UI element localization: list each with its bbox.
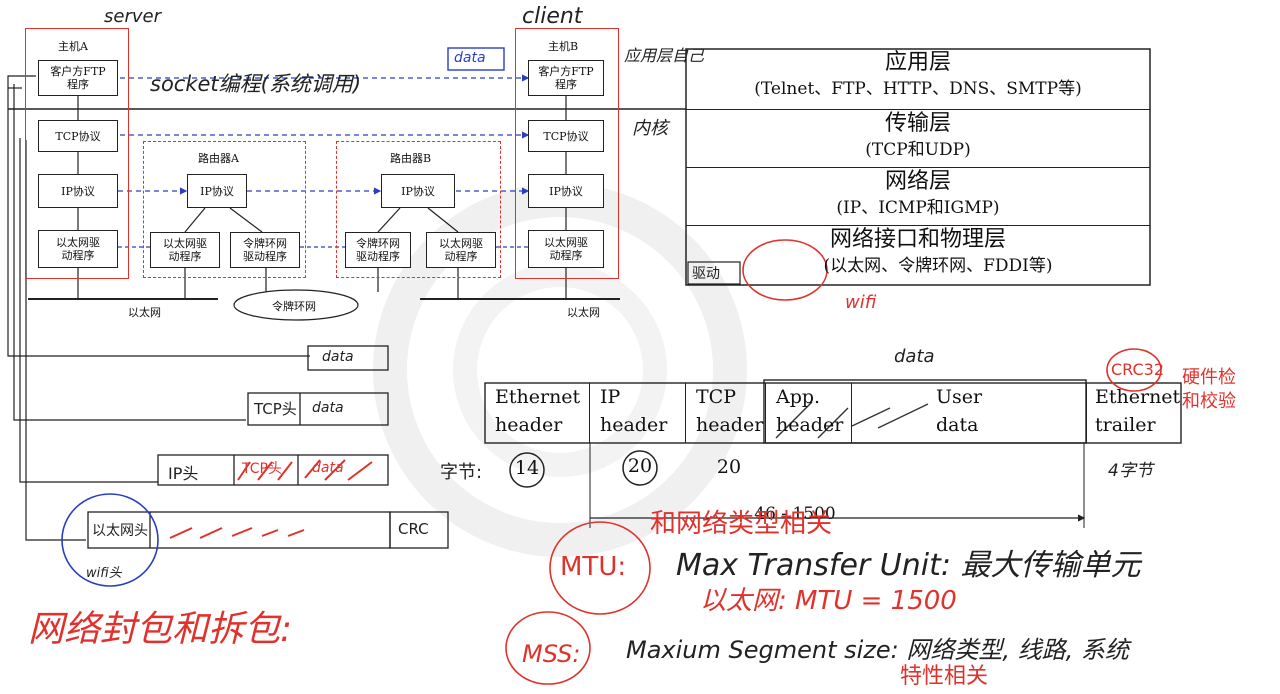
eth-header-bytes: 14 bbox=[514, 457, 540, 479]
note-app-layer-self: 应用层自己 bbox=[624, 46, 705, 65]
enc-row1-data: data bbox=[322, 349, 354, 365]
enc-row2-data: data bbox=[312, 400, 344, 416]
frame-app-header: App. header bbox=[765, 383, 851, 443]
layer-transport: 传输层 (TCP和UDP) bbox=[686, 109, 1150, 167]
frame-ip-header: IP header bbox=[589, 383, 685, 443]
layer-network-title: 网络层 bbox=[884, 169, 951, 194]
router-b-ip-box: IP协议 bbox=[381, 174, 455, 208]
note-driver: 驱动 bbox=[692, 266, 720, 282]
layer-network: 网络层 (IP、ICMP和IGMP) bbox=[686, 167, 1150, 225]
enc-row3-tcp: TCP头 bbox=[242, 461, 282, 477]
router-a-ip-box: IP协议 bbox=[187, 174, 247, 208]
host-b-ip-box: IP协议 bbox=[528, 174, 604, 208]
note-wifi: wifi bbox=[845, 292, 877, 313]
payload-range: 46 - 1500 bbox=[754, 504, 836, 524]
note-trailer-bytes: 4字节 bbox=[1108, 461, 1153, 481]
host-a-ip-box: IP协议 bbox=[38, 174, 118, 208]
router-a-token-driver-box: 令牌环网 驱动程序 bbox=[230, 232, 300, 268]
note-crc-hw: 硬件检 和校验 bbox=[1182, 367, 1236, 412]
note-mtu-related: 和网络类型相关 bbox=[650, 509, 833, 539]
layer-link: 网络接口和物理层 (以太网、令牌环网、FDDI等) bbox=[686, 225, 1150, 285]
tcp-header-bytes: 20 bbox=[716, 456, 742, 478]
router-b-label: 路由器B bbox=[390, 152, 432, 165]
note-crc32: CRC32 bbox=[1111, 360, 1165, 379]
enc-row3-data: data bbox=[312, 460, 344, 476]
host-a-eth-driver-box: 以太网驱 动程序 bbox=[38, 230, 118, 268]
router-b-eth-driver-box: 以太网驱 动程序 bbox=[426, 232, 496, 268]
frame-tcp-header: TCP header bbox=[685, 383, 765, 443]
layer-network-sub: (IP、ICMP和IGMP) bbox=[836, 198, 1000, 218]
frame-ethernet-header: Ethernet header bbox=[495, 386, 581, 436]
note-kernel: 内核 bbox=[632, 118, 668, 139]
host-b-frame bbox=[515, 28, 619, 279]
enc-row4-crc: CRC bbox=[398, 520, 429, 538]
note-data-frame: data bbox=[894, 346, 935, 367]
layer-link-sub: (以太网、令牌环网、FDDI等) bbox=[823, 256, 1053, 276]
ip-header-bytes: 20 bbox=[627, 455, 653, 477]
layer-transport-title: 传输层 bbox=[884, 111, 951, 136]
note-mtu-def: Max Transfer Unit: 最大传输单元 bbox=[676, 548, 1141, 583]
note-mss-def: Maxium Segment size: 网络类型, 线路, 系统 bbox=[626, 636, 1129, 664]
note-socket: socket编程(系统调用) bbox=[150, 72, 362, 96]
enc-row4-wifi: wifi头 bbox=[86, 566, 122, 581]
host-a-ftp-box: 客户方FTP 程序 bbox=[38, 60, 118, 96]
note-mss-related: 特性相关 bbox=[900, 664, 989, 689]
layer-application: 应用层 (Telnet、FTP、HTTP、DNS、SMTP等) bbox=[686, 49, 1150, 109]
ethernet-label-left: 以太网 bbox=[128, 306, 161, 319]
host-a-tcp-box: TCP协议 bbox=[38, 120, 118, 152]
frame-ethernet-trailer: Ethernet trailer bbox=[1086, 383, 1181, 443]
note-bytes: 字节: bbox=[440, 462, 483, 483]
note-client: client bbox=[522, 4, 583, 29]
token-ring-label: 令牌环网 bbox=[272, 300, 316, 313]
router-a-label: 路由器A bbox=[198, 152, 239, 165]
ethernet-label-right: 以太网 bbox=[567, 306, 600, 319]
enc-row4-eth: 以太网头 bbox=[92, 523, 148, 539]
note-data-top: data bbox=[454, 50, 486, 66]
note-mss-label: MSS: bbox=[522, 640, 581, 668]
router-a-frame bbox=[143, 141, 306, 278]
layer-application-title: 应用层 bbox=[884, 50, 951, 75]
layer-link-title: 网络接口和物理层 bbox=[829, 227, 1006, 252]
enc-row3-ip: IP头 bbox=[168, 464, 199, 483]
router-b-frame bbox=[336, 141, 501, 278]
note-packing: 网络封包和拆包: bbox=[28, 609, 293, 650]
note-server: server bbox=[104, 6, 161, 27]
layer-application-sub: (Telnet、FTP、HTTP、DNS、SMTP等) bbox=[754, 79, 1082, 99]
frame-user-data: User data bbox=[851, 383, 1086, 443]
enc-row2-tcp: TCP头 bbox=[254, 400, 297, 418]
router-a-eth-driver-box: 以太网驱 动程序 bbox=[150, 232, 220, 268]
host-b-eth-driver-box: 以太网驱 动程序 bbox=[528, 230, 604, 268]
host-b-label: 主机B bbox=[548, 40, 579, 53]
note-mtu-label: MTU: bbox=[560, 552, 627, 582]
router-b-token-driver-box: 令牌环网 驱动程序 bbox=[345, 232, 411, 268]
layer-transport-sub: (TCP和UDP) bbox=[865, 140, 971, 160]
note-mtu-value: 以太网: MTU = 1500 bbox=[700, 586, 957, 616]
host-b-tcp-box: TCP协议 bbox=[528, 120, 604, 152]
host-b-ftp-box: 客户方FTP 程序 bbox=[528, 60, 604, 96]
host-a-frame bbox=[25, 28, 129, 279]
host-a-label: 主机A bbox=[58, 40, 88, 53]
